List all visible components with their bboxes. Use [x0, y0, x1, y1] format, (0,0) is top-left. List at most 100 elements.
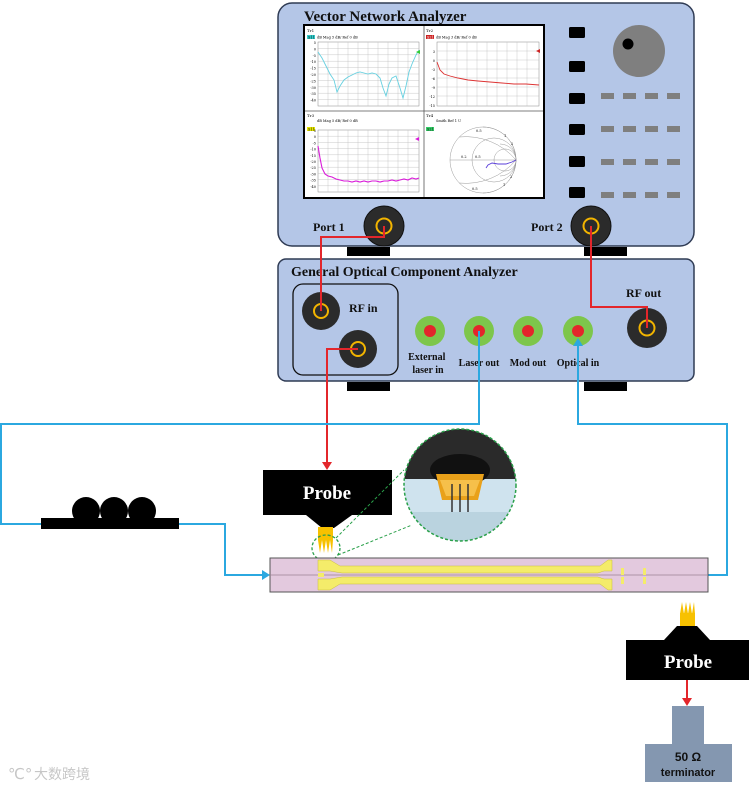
probe-right: Probe	[626, 602, 749, 680]
trace-panel-2: Tr2 S21 dB Mag 3 dB/ Ref 0 dB 3 0 -3 -6 …	[426, 28, 540, 108]
tr4-tick: 2	[510, 175, 512, 179]
terminator-line2: terminator	[661, 767, 716, 779]
port-mod-out[interactable]	[513, 316, 543, 346]
goca-title: General Optical Component Analyzer	[291, 265, 518, 280]
tr3-tick: 0	[314, 135, 316, 139]
tr1-tick: 5	[314, 41, 316, 45]
tr2-tick: -12	[429, 95, 435, 99]
watermark-logo-icon: ℃°	[8, 765, 32, 783]
electrode-lower	[317, 576, 613, 591]
tr3-tick: -15	[310, 154, 316, 158]
optical-chip-to-optical-in	[577, 345, 728, 576]
tr4-scale: Smith Ref 1 U	[436, 119, 461, 123]
tr2-trace	[436, 61, 540, 86]
tr4-tick: 2	[511, 142, 513, 146]
rf-arrowheads	[322, 462, 692, 706]
tr2-tick: 0	[433, 59, 435, 63]
vna-port2-label: Port 2	[531, 220, 563, 234]
probe-zoom-callout	[311, 428, 517, 562]
tr2-param: S21	[427, 36, 434, 40]
tr4-tick: 0.2	[461, 155, 467, 159]
rf-in-box	[292, 283, 399, 376]
tr4-header: Tr4	[426, 113, 434, 118]
tr4-tick: 1	[504, 134, 506, 138]
rf-in-label: RF in	[349, 301, 378, 315]
probe-left-label: Probe	[303, 483, 351, 504]
port-external-laser-in[interactable]	[415, 316, 445, 346]
goca-instrument: General Optical Component Analyzer RF in	[277, 258, 695, 391]
tr2-tick: -6	[432, 77, 435, 81]
tr4-tick: 1	[503, 183, 505, 187]
rf-line-port1-to-rfin	[320, 226, 385, 311]
vna-side-buttons[interactable]	[569, 27, 585, 198]
knob-icon[interactable]	[613, 25, 665, 77]
tr1-param: S11	[308, 36, 315, 40]
tr4-tick: 0.5	[476, 129, 482, 133]
tr4-param: S21	[427, 128, 434, 132]
tr3-tick: -30	[310, 172, 316, 176]
terminator-line1: 50 Ω	[675, 750, 702, 764]
tr1-tick: 0	[314, 47, 316, 51]
vna-instrument: Vector Network Analyzer Tr1 S11 dB Mag 5…	[277, 2, 695, 256]
port-optical-in[interactable]	[563, 316, 593, 346]
tr1-trace	[317, 49, 420, 100]
tr4-tick: 0.5	[472, 187, 478, 191]
optical-arrowheads	[262, 338, 583, 580]
vna-keypad[interactable]	[601, 93, 680, 198]
tr3-header: Tr3	[307, 113, 315, 118]
probe-right-label: Probe	[664, 652, 712, 673]
trace-panel-4: Tr4 S21 Smith Ref 1 U	[426, 113, 517, 194]
tr1-tick: -10	[310, 60, 316, 64]
tr2-tick: -15	[429, 104, 435, 108]
fiber-loop-icon	[41, 497, 179, 529]
optical-connections	[0, 331, 728, 576]
optical-laser-out-to-fiber	[0, 331, 480, 525]
tr2-header: Tr2	[426, 28, 434, 33]
external-laser-in-line2: laser in	[412, 365, 444, 376]
vna-foot	[584, 247, 627, 256]
tr3-tick: -5	[313, 141, 316, 145]
tr3-tick: -20	[310, 160, 316, 164]
vna-foot	[347, 247, 390, 256]
tr3-tick: -40	[310, 185, 316, 189]
external-laser-in-label: External laser in	[408, 352, 448, 376]
goca-foot	[584, 382, 627, 391]
tr2-tick: 3	[433, 50, 435, 54]
probe-left: Probe	[263, 470, 392, 553]
goca-foot	[347, 382, 390, 391]
vna-title: Vector Network Analyzer	[304, 9, 467, 25]
terminator-icon: 50 Ω terminator	[645, 706, 732, 782]
watermark-text: 大数跨境	[34, 767, 90, 783]
tr1-tick: -20	[310, 73, 316, 77]
modulator-chip	[269, 557, 709, 593]
tr1-tick: -5	[313, 54, 316, 58]
rf-out-label: RF out	[626, 286, 661, 300]
vna-port1-label: Port 1	[313, 220, 345, 234]
electrode-upper	[317, 559, 613, 574]
tr2-tick: -3	[432, 68, 435, 72]
tr1-tick: -35	[310, 92, 316, 96]
tr3-tick: -35	[310, 179, 316, 183]
tr1-tick: -15	[310, 67, 316, 71]
tr1-tick: -40	[310, 99, 316, 103]
tr1-tick: -30	[310, 86, 316, 90]
tr4-trace	[485, 159, 517, 169]
rf-line-port2-to-rfout	[590, 226, 648, 328]
tr2-tick: -9	[432, 86, 435, 90]
external-laser-in-line1: External	[408, 352, 445, 363]
optical-fiber-to-chip	[179, 523, 262, 576]
mod-out-label: Mod out	[510, 358, 547, 369]
tr3-tick: -10	[310, 148, 316, 152]
tr3-tick: -25	[310, 166, 316, 170]
trace-panel-3: Tr3 S11 dB Mag 5 dB/ Ref 0 dB 5 0 -5 -10…	[307, 113, 420, 193]
tr2-scale: dB Mag 3 dB/ Ref 0 dB	[436, 36, 477, 40]
tr3-trace	[317, 145, 420, 183]
vna-screen: Tr1 S11 dB Mag 5 dB/ Ref 0 dB 5 0 -5 -10…	[303, 24, 545, 199]
tr1-scale: dB Mag 5 dB/ Ref 0 dB	[317, 36, 358, 40]
tr3-param: S11	[308, 128, 315, 132]
probe-icon	[680, 602, 695, 626]
tr4-tick: 0.5	[475, 155, 481, 159]
trace-panel-1: Tr1 S11 dB Mag 5 dB/ Ref 0 dB 5 0 -5 -10…	[307, 28, 420, 107]
tr3-tick: 5	[314, 129, 316, 133]
